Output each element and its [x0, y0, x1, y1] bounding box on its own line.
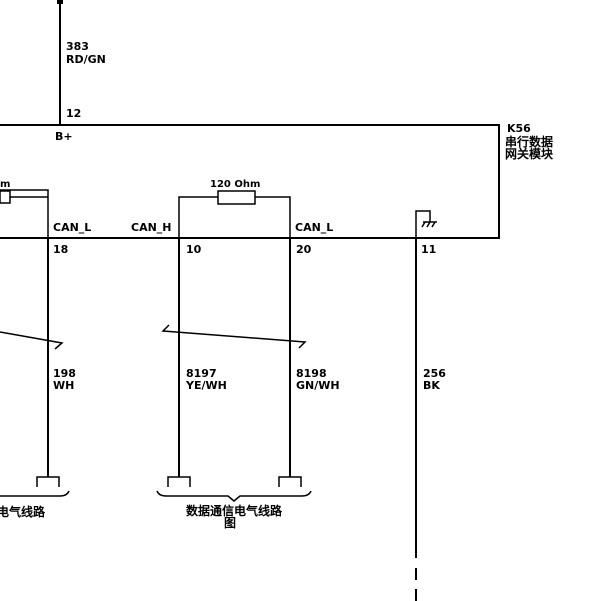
wire-256-circuit: 256 [423, 367, 446, 380]
pin-10-signal: CAN_H [131, 221, 172, 234]
right-resistor-lead-right [255, 196, 291, 238]
connector-198 [36, 476, 60, 487]
module-name-line1: 串行数据 [505, 134, 553, 149]
module-outline [0, 124, 500, 239]
wire-8197-circuit: 8197 [186, 367, 217, 380]
left-resistor [0, 190, 11, 204]
twist-mark-center [161, 324, 307, 349]
supply-pin: 12 [66, 107, 81, 120]
right-resistor [217, 190, 256, 205]
twist-mark-left [0, 331, 64, 350]
connector-8197 [167, 476, 191, 487]
pin-20-signal: CAN_L [295, 221, 333, 234]
supply-color: RD/GN [66, 53, 106, 66]
wire-256-color: BK [423, 379, 440, 392]
supply-wire-end [57, 0, 63, 4]
left-ref-text: 电气线路 [0, 504, 46, 519]
wire-8198-circuit: 8198 [296, 367, 327, 380]
module-name-line2: 网关模块 [505, 146, 554, 161]
pin-20-number: 20 [296, 243, 312, 256]
center-ref-brace [156, 490, 312, 502]
left-ref-brace [0, 490, 70, 497]
pin-11-number: 11 [421, 243, 436, 256]
center-ref-line2: 图 [224, 516, 236, 530]
chassis-ground-icon [415, 210, 437, 238]
pin-10-number: 10 [186, 243, 202, 256]
right-resistor-lead-left [178, 196, 218, 238]
pin-18-number: 18 [53, 243, 68, 256]
connector-8198 [278, 476, 302, 487]
wire-8197-color: YE/WH [185, 379, 227, 392]
right-resistor-label: 120 Ohm [210, 179, 260, 190]
wire-8198-color: GN/WH [296, 379, 340, 392]
supply-circuit: 383 [66, 40, 89, 53]
wire-198-circuit: 198 [53, 367, 76, 380]
left-resistor-wire [0, 189, 49, 238]
center-ref-line1: 数据通信电气线路 [186, 503, 283, 518]
wire-198-color: WH [53, 379, 74, 392]
left-resistor-label: m [0, 179, 10, 190]
module-ref: K56 [507, 122, 531, 135]
pin-18-signal: CAN_L [53, 221, 91, 234]
supply-pin-label: B+ [55, 130, 73, 143]
